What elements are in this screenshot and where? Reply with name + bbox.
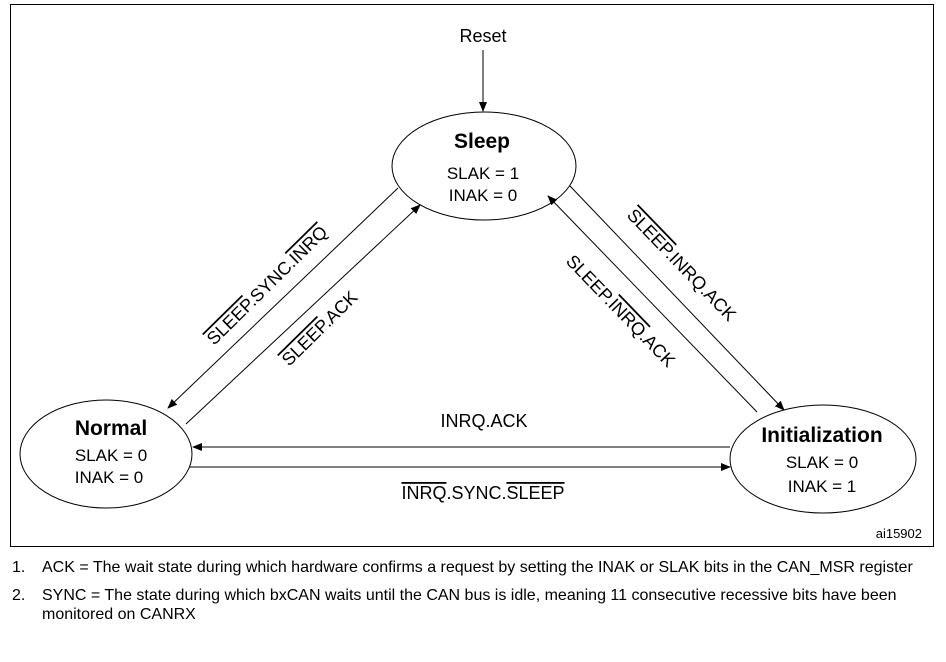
label-init-to-normal: INRQ.ACK <box>440 411 527 431</box>
label-normal-to-sleep-sync: .SYNC. <box>243 253 300 309</box>
state-sleep-slak: SLAK = 1 <box>447 164 519 183</box>
footnote-2-number: 2. <box>12 587 26 604</box>
state-diagram: Reset Sleep SLAK = 1 INAK = 0 Normal SLA… <box>10 4 934 547</box>
arrow-init-to-sleep <box>547 195 758 413</box>
footnote-2-text: SYNC = The state during which bxCAN wait… <box>42 587 897 623</box>
label-normal-to-init: INRQ.SYNC.SLEEP <box>401 483 564 503</box>
label-normal-to-sleep-inrq: INRQ <box>285 222 331 268</box>
footnote-2: 2. SYNC = The state during which bxCAN w… <box>12 586 932 624</box>
reset-label: Reset <box>459 26 506 46</box>
state-init-title: Initialization <box>761 424 882 447</box>
state-normal: Normal SLAK = 0 INAK = 0 <box>19 399 193 509</box>
state-sleep-title: Sleep <box>454 130 510 153</box>
label-sleep-to-normal-ack: .ACK <box>318 287 362 331</box>
label-sleep-to-init-rest: .INRQ.ACK <box>662 245 740 325</box>
label-normal-to-init-sleep: SLEEP <box>506 483 564 503</box>
arrow-sleep-to-init <box>569 185 785 411</box>
figure-id: ai15902 <box>876 526 922 541</box>
state-sleep: Sleep SLAK = 1 INAK = 0 <box>391 111 577 221</box>
state-init-slak: SLAK = 0 <box>786 453 858 472</box>
footnote-1: 1. ACK = The wait state during which har… <box>12 558 932 577</box>
state-normal-inak: INAK = 0 <box>75 468 144 487</box>
state-initialization: Initialization SLAK = 0 INAK = 1 <box>729 404 917 514</box>
state-normal-slak: SLAK = 0 <box>75 446 147 465</box>
footnotes: 1. ACK = The wait state during which har… <box>12 558 932 633</box>
diagram-frame <box>10 4 934 547</box>
state-normal-title: Normal <box>75 417 147 440</box>
label-normal-to-init-inrq: INRQ <box>401 483 446 503</box>
label-init-to-sleep: SLEEP.INRQ.ACK <box>562 251 679 371</box>
state-sleep-inak: INAK = 0 <box>449 186 518 205</box>
state-init-inak: INAK = 1 <box>788 477 857 496</box>
arrow-normal-to-sleep-up <box>185 204 421 425</box>
label-init-to-sleep-ack: .ACK <box>636 327 680 371</box>
label-sleep-to-init: SLEEP.INRQ.ACK <box>623 205 740 325</box>
label-normal-to-init-sync: .SYNC. <box>446 483 506 503</box>
footnote-1-number: 1. <box>12 559 26 576</box>
arrow-sleep-to-normal-down <box>167 187 399 409</box>
footnote-1-text: ACK = The wait state during which hardwa… <box>42 559 913 576</box>
